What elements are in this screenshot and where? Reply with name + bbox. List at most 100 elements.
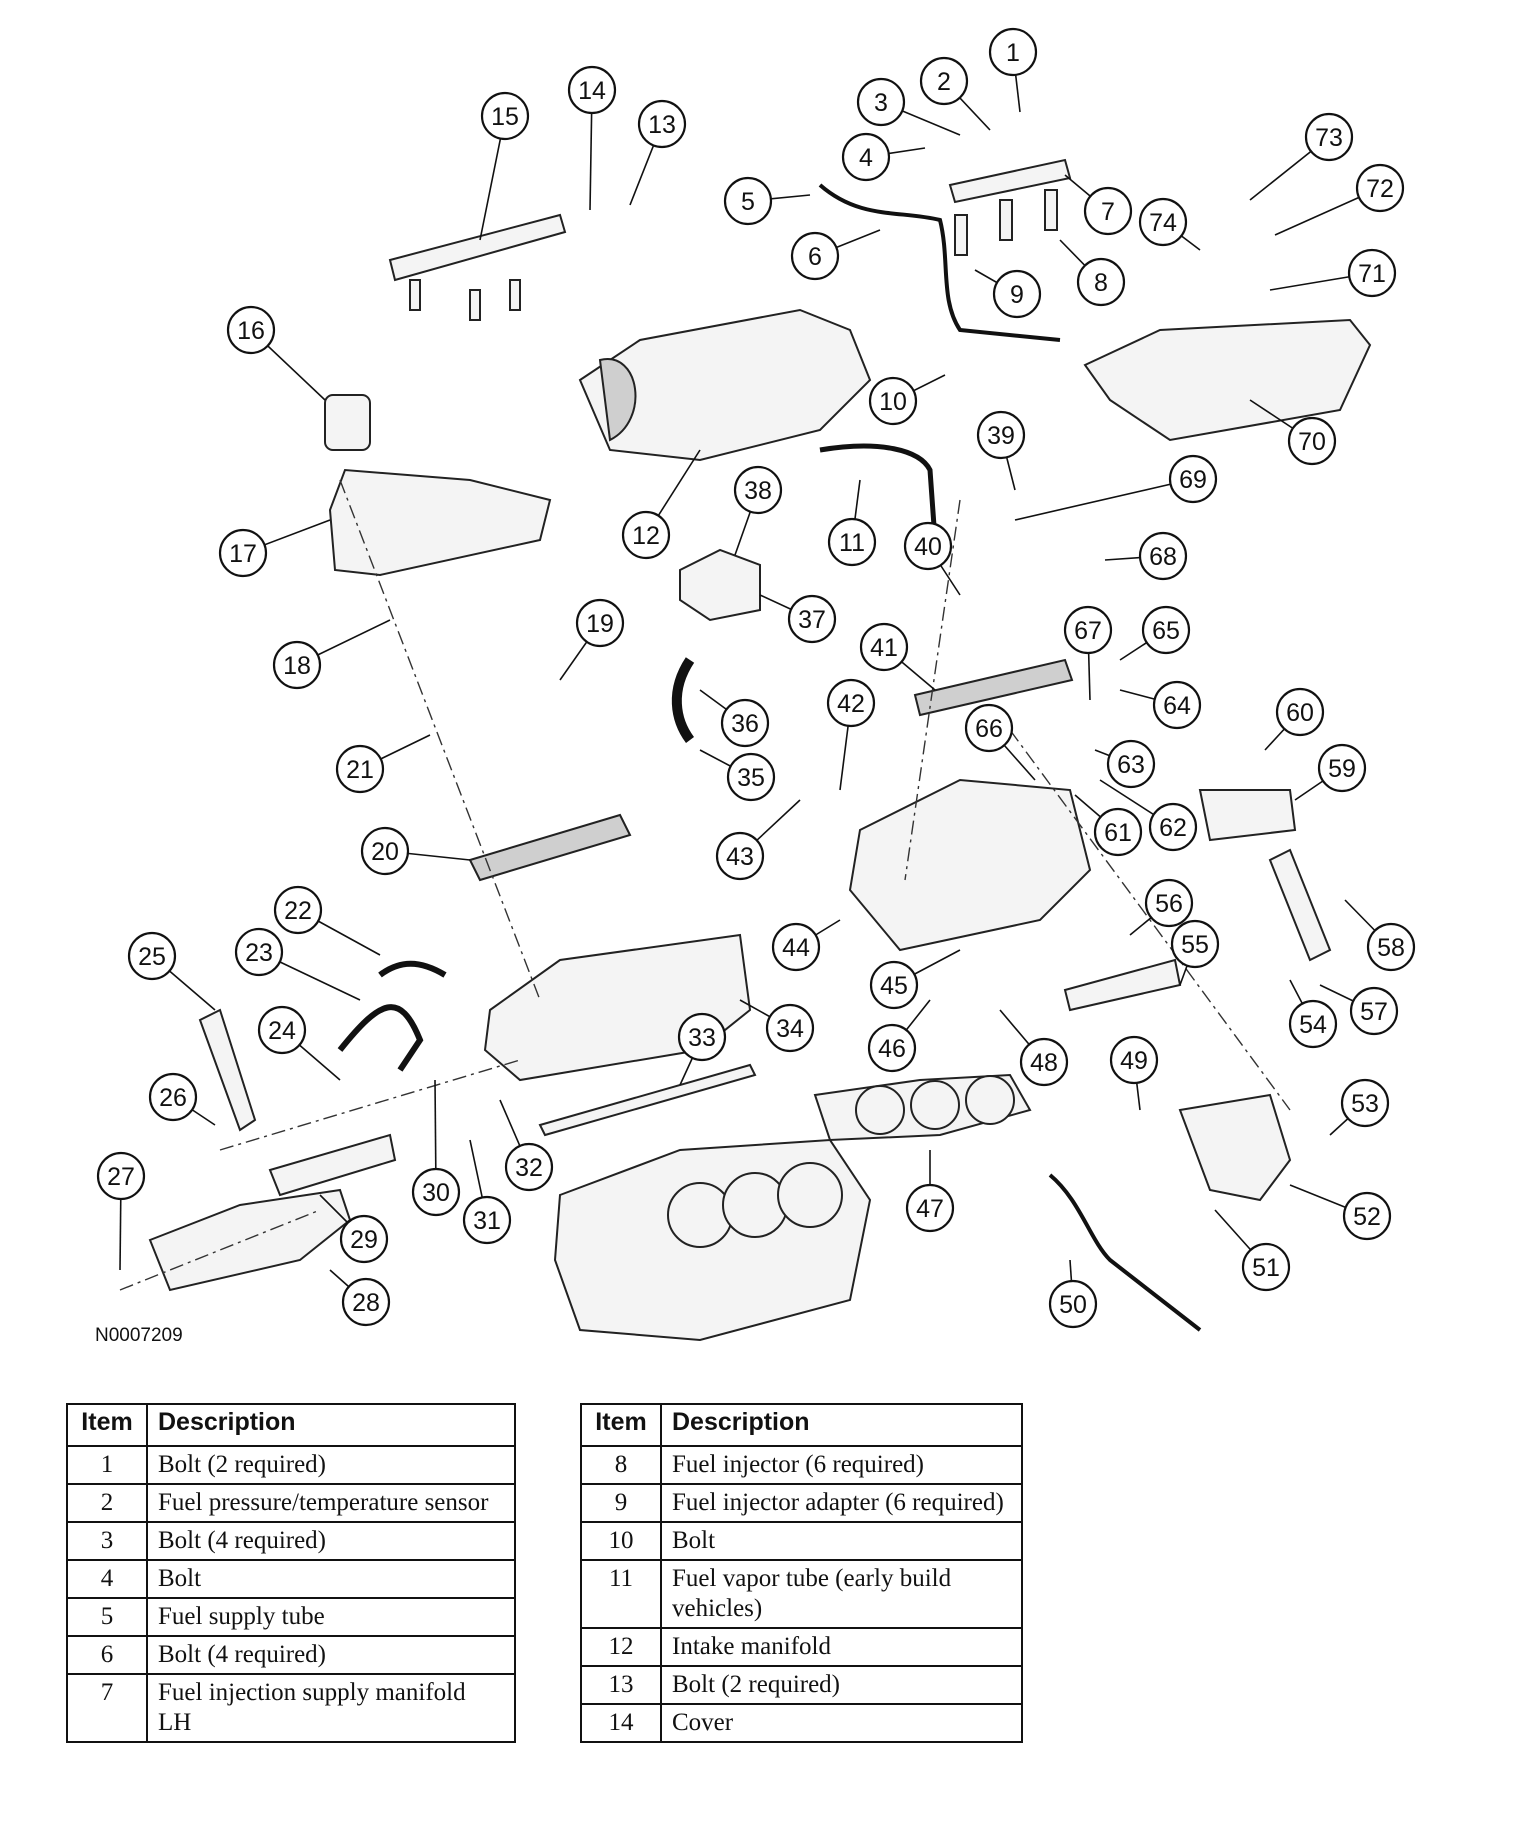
legend-item-description: Fuel supply tube — [146, 1597, 516, 1637]
callout-bubble: 21 — [335, 744, 385, 794]
callout-bubble: 4 — [841, 132, 891, 182]
callout-bubble: 61 — [1093, 807, 1143, 857]
callout-bubble: 22 — [273, 885, 323, 935]
callout-bubble: 3 — [856, 77, 906, 127]
callout-number: 12 — [632, 522, 660, 550]
callout-number: 57 — [1360, 998, 1388, 1026]
callout-bubble: 8 — [1076, 257, 1126, 307]
legend-item-description: Fuel pressure/temperature sensor — [146, 1483, 516, 1523]
callout-number: 20 — [371, 838, 399, 866]
callout-number: 19 — [586, 610, 614, 638]
figure-id: N0007209 — [95, 1325, 183, 1346]
callout-bubble: 34 — [765, 1003, 815, 1053]
callout-bubble: 11 — [827, 517, 877, 567]
callout-number: 45 — [880, 972, 908, 1000]
legend-header-row: Item Description — [66, 1403, 516, 1447]
callout-number: 62 — [1159, 814, 1187, 842]
callout-bubble: 43 — [715, 831, 765, 881]
callout-number: 56 — [1155, 890, 1183, 918]
callout-bubble: 35 — [726, 752, 776, 802]
callout-number: 25 — [138, 943, 166, 971]
callout-number: 41 — [870, 634, 898, 662]
callout-number: 40 — [914, 533, 942, 561]
callout-number: 23 — [245, 939, 273, 967]
callout-number: 32 — [515, 1154, 543, 1182]
callout-number: 22 — [284, 897, 312, 925]
callout-bubble: 24 — [257, 1005, 307, 1055]
legend-item-number: 4 — [66, 1559, 148, 1599]
callout-bubble: 68 — [1138, 531, 1188, 581]
callout-bubble: 2 — [919, 56, 969, 106]
engine-parts-illustration — [119, 158, 1372, 1342]
legend-item-number: 11 — [580, 1559, 662, 1629]
callout-bubble: 30 — [411, 1167, 461, 1217]
callout-number: 53 — [1351, 1090, 1379, 1118]
legend-item-number: 9 — [580, 1483, 662, 1523]
legend-item-description: Bolt — [146, 1559, 516, 1599]
callout-bubble: 58 — [1366, 922, 1416, 972]
callout-bubble: 63 — [1106, 739, 1156, 789]
legend-item-number: 14 — [580, 1703, 662, 1743]
callout-bubble: 12 — [621, 510, 671, 560]
callout-number: 68 — [1149, 543, 1177, 571]
callout-bubble: 7 — [1083, 186, 1133, 236]
callout-number: 70 — [1298, 428, 1326, 456]
callout-bubble: 65 — [1141, 605, 1191, 655]
legend-item-description: Fuel injector adapter (6 required) — [660, 1483, 1023, 1523]
callout-number: 48 — [1030, 1049, 1058, 1077]
callout-number: 67 — [1074, 617, 1102, 645]
callout-number: 33 — [688, 1024, 716, 1052]
callout-number: 47 — [916, 1195, 944, 1223]
callout-bubble: 66 — [964, 703, 1014, 753]
callout-bubble: 29 — [339, 1214, 389, 1264]
header-description: Description — [146, 1403, 516, 1447]
callout-bubble: 48 — [1019, 1037, 1069, 1087]
callout-bubble: 10 — [868, 376, 918, 426]
callout-number: 59 — [1328, 755, 1356, 783]
callout-number: 66 — [975, 715, 1003, 743]
callout-number: 6 — [808, 243, 822, 271]
legend-item-description: Bolt (4 required) — [146, 1635, 516, 1675]
callout-number: 61 — [1104, 819, 1132, 847]
callout-number: 27 — [107, 1163, 135, 1191]
legend-item-number: 12 — [580, 1627, 662, 1667]
callout-bubble: 19 — [575, 598, 625, 648]
callout-bubble: 47 — [905, 1183, 955, 1233]
legend-item-number: 6 — [66, 1635, 148, 1675]
callout-number: 1 — [1006, 39, 1020, 67]
callout-bubble: 41 — [859, 622, 909, 672]
legend-item-description: Fuel vapor tube (early build vehicles) — [660, 1559, 1023, 1629]
callout-bubble: 50 — [1048, 1279, 1098, 1329]
callout-number: 52 — [1353, 1203, 1381, 1231]
callout-number: 11 — [839, 529, 865, 557]
callout-number: 69 — [1179, 466, 1207, 494]
callout-number: 10 — [879, 388, 907, 416]
callout-bubble: 28 — [341, 1277, 391, 1327]
callout-bubble: 60 — [1275, 687, 1325, 737]
callout-bubble: 25 — [127, 931, 177, 981]
callout-number: 4 — [859, 144, 873, 172]
legend-item-description: Bolt (2 required) — [146, 1445, 516, 1485]
legend-item-description: Cover — [660, 1703, 1023, 1743]
legend-header-row: Item Description — [580, 1403, 1023, 1447]
callout-bubble: 67 — [1063, 605, 1113, 655]
callout-bubble: 36 — [720, 698, 770, 748]
callout-bubble: 20 — [360, 826, 410, 876]
callout-number: 7 — [1101, 198, 1115, 226]
callout-number: 73 — [1315, 124, 1343, 152]
callout-number: 58 — [1377, 934, 1405, 962]
callout-number: 3 — [874, 89, 888, 117]
callout-bubble: 39 — [976, 410, 1026, 460]
callout-bubble: 51 — [1241, 1242, 1291, 1292]
callout-number: 39 — [987, 422, 1015, 450]
callout-number: 28 — [352, 1289, 380, 1317]
